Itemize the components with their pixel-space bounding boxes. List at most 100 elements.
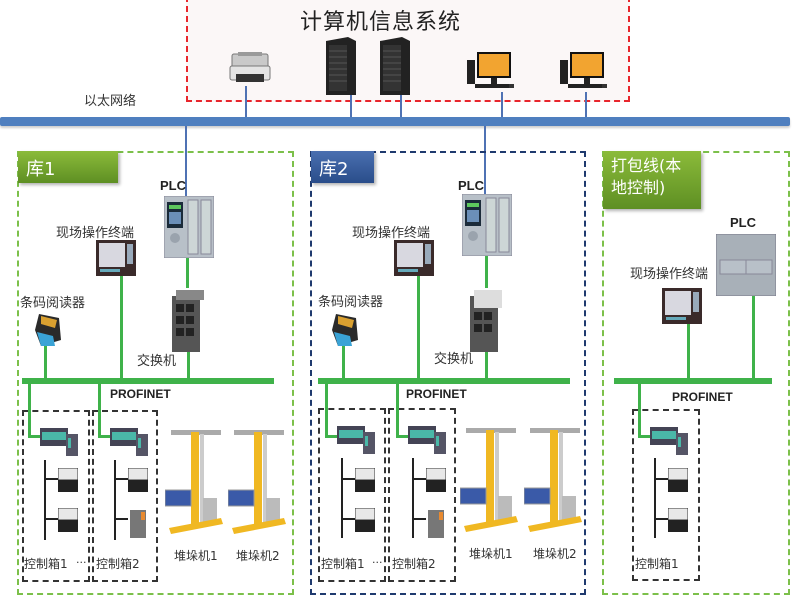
zone2-plc-ethernet-link bbox=[484, 126, 486, 196]
barcode-reader-icon bbox=[330, 312, 360, 348]
cabinet-link bbox=[98, 435, 112, 438]
cabinet-wiring bbox=[412, 518, 426, 520]
hmi-link bbox=[417, 276, 420, 380]
profinet-bus bbox=[614, 378, 772, 384]
cabinet-ellipsis: ... bbox=[372, 553, 383, 566]
io-module-icon bbox=[337, 426, 377, 462]
plc-label: PLC bbox=[458, 178, 484, 193]
zone-warehouse-2 bbox=[310, 151, 586, 595]
zone1-plc-ethernet-link bbox=[185, 126, 187, 196]
zone-title: 库1 bbox=[18, 151, 118, 183]
plc-icon bbox=[462, 194, 512, 256]
cabinet-ellipsis: ... bbox=[76, 553, 87, 566]
hmi-label: 现场操作终端 bbox=[630, 267, 709, 282]
control-cabinet bbox=[92, 410, 158, 582]
workstation-link bbox=[585, 92, 587, 118]
cabinet-wiring bbox=[341, 458, 343, 538]
plc-link bbox=[752, 296, 755, 380]
control-cabinet bbox=[388, 408, 456, 582]
server-icon bbox=[380, 37, 410, 95]
switch-icon bbox=[470, 290, 502, 352]
contactor-icon bbox=[128, 468, 148, 492]
profinet-label: PROFINET bbox=[672, 390, 733, 404]
contactor-icon bbox=[355, 468, 375, 492]
hmi-label: 现场操作终端 bbox=[352, 226, 431, 241]
scanner-link bbox=[44, 346, 47, 380]
contactor-icon bbox=[355, 508, 375, 532]
cabinet-link bbox=[325, 435, 339, 438]
ethernet-bus bbox=[0, 117, 790, 126]
plc-label: PLC bbox=[730, 215, 756, 230]
cabinet-wiring bbox=[114, 478, 128, 480]
workstation-icon bbox=[560, 50, 608, 92]
cabinet-wiring bbox=[341, 478, 355, 480]
plc-icon bbox=[164, 196, 214, 258]
plc-switch-link bbox=[186, 258, 189, 288]
stacker-crane-icon bbox=[165, 428, 225, 538]
hmi-terminal-icon bbox=[96, 240, 136, 276]
barcode-reader-icon bbox=[33, 312, 63, 348]
drive-icon bbox=[428, 510, 444, 538]
switch-icon bbox=[172, 290, 204, 352]
drive-icon bbox=[130, 510, 146, 538]
stacker-label: 堆垛机2 bbox=[533, 547, 577, 561]
zone-title-line2: 地控制) bbox=[611, 178, 666, 197]
contactor-icon bbox=[58, 468, 78, 492]
scanner-label: 条码阅读器 bbox=[318, 295, 384, 310]
cabinet-label: 控制箱2 bbox=[392, 557, 436, 571]
cabinet-label: 控制箱1 bbox=[24, 557, 68, 571]
cabinet-wiring bbox=[44, 460, 46, 540]
zone-title: 打包线(本 地控制) bbox=[603, 151, 701, 209]
cabinet-link bbox=[28, 381, 31, 437]
contactor-icon bbox=[668, 508, 688, 532]
cabinet-link bbox=[396, 435, 410, 438]
hmi-terminal-icon bbox=[662, 288, 702, 324]
profinet-bus bbox=[318, 378, 570, 384]
scanner-label: 条码阅读器 bbox=[20, 296, 86, 311]
switch-label: 交换机 bbox=[434, 352, 474, 367]
hmi-label: 现场操作终端 bbox=[56, 226, 135, 241]
zone-title-line1: 打包线(本 bbox=[611, 156, 682, 175]
zone-title: 库2 bbox=[311, 151, 374, 183]
plc-icon bbox=[716, 234, 776, 296]
cabinet-wiring bbox=[44, 518, 58, 520]
cabinet-label: 控制箱1 bbox=[321, 557, 365, 571]
stacker-crane-icon bbox=[460, 426, 520, 536]
cabinet-wiring bbox=[412, 478, 426, 480]
cabinet-link bbox=[325, 381, 328, 437]
cabinet-wiring bbox=[654, 458, 656, 538]
profinet-label: PROFINET bbox=[110, 387, 171, 401]
server-icon bbox=[326, 37, 356, 95]
printer-link bbox=[245, 86, 247, 118]
stacker-label: 堆垛机1 bbox=[469, 547, 513, 561]
control-cabinet bbox=[22, 410, 90, 582]
io-module-icon bbox=[650, 427, 690, 463]
profinet-bus bbox=[22, 378, 274, 384]
scanner-link bbox=[342, 346, 345, 380]
switch-label: 交换机 bbox=[137, 354, 177, 369]
hmi-link bbox=[120, 276, 123, 380]
cabinet-wiring bbox=[114, 518, 128, 520]
plc-switch-link bbox=[485, 256, 488, 288]
cabinet-link bbox=[396, 381, 399, 437]
stacker-label: 堆垛机2 bbox=[236, 549, 280, 563]
cabinet-wiring bbox=[44, 478, 58, 480]
contactor-icon bbox=[58, 508, 78, 532]
cabinet-link bbox=[638, 381, 641, 437]
information-system-title: 计算机信息系统 bbox=[300, 10, 462, 35]
cabinet-wiring bbox=[114, 460, 116, 540]
cabinet-wiring bbox=[654, 518, 668, 520]
cabinet-link bbox=[98, 381, 101, 437]
ethernet-label: 以太网络 bbox=[84, 94, 137, 109]
io-module-icon bbox=[110, 428, 150, 464]
switch-link bbox=[485, 352, 488, 380]
server-link bbox=[350, 95, 352, 118]
cabinet-wiring bbox=[654, 478, 668, 480]
stacker-crane-icon bbox=[228, 428, 288, 538]
zone-warehouse-1 bbox=[17, 151, 294, 595]
control-cabinet bbox=[318, 408, 386, 582]
stacker-label: 堆垛机1 bbox=[174, 549, 218, 563]
cabinet-wiring bbox=[412, 458, 414, 538]
workstation-icon bbox=[467, 50, 515, 92]
io-module-icon bbox=[40, 428, 80, 464]
